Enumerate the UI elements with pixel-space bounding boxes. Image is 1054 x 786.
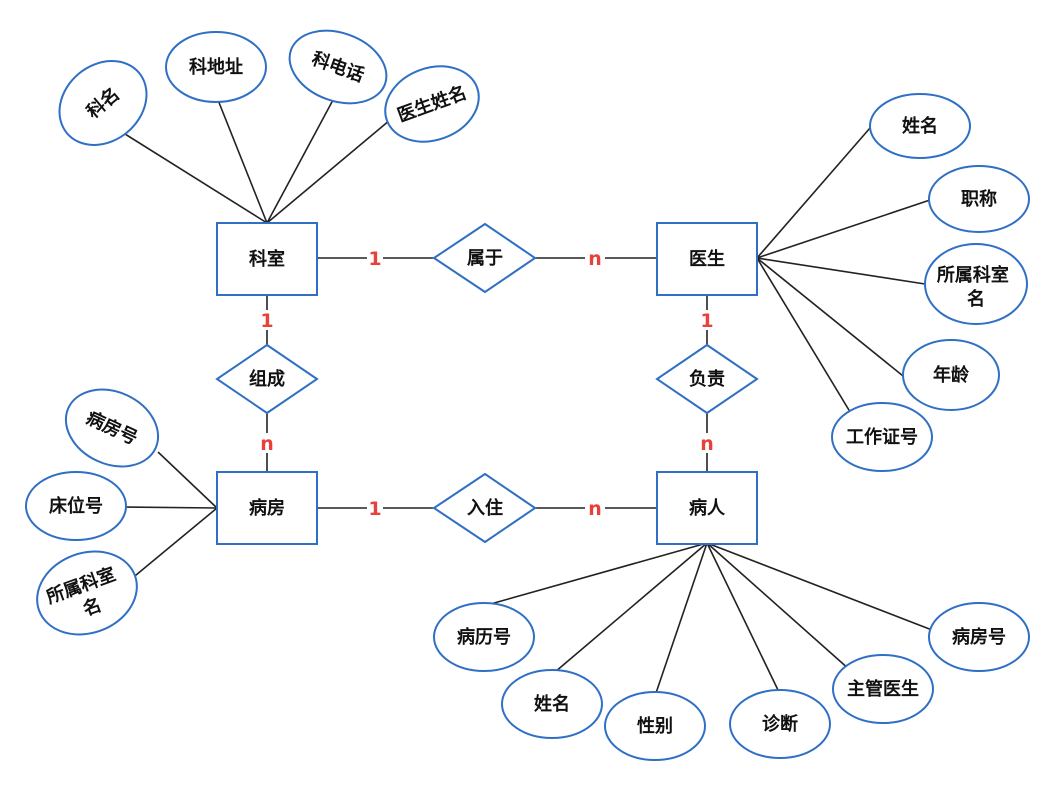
entity-yisheng[interactable]: 医生: [656, 222, 758, 296]
attr-yisheng-gongzuozhenghao[interactable]: 工作证号: [831, 402, 933, 472]
attr-bingren-zhenduan-label: 诊断: [762, 713, 798, 735]
attr-bingren-bingfanghao[interactable]: 病房号: [928, 602, 1030, 672]
attr-bingren-binglihao[interactable]: 病历号: [433, 602, 535, 672]
attr-yisheng-xingming[interactable]: 姓名: [869, 93, 971, 159]
connector-lines: [124, 99, 933, 694]
attr-yisheng-xingming-label: 姓名: [902, 115, 938, 137]
card-bingfang-ruzhu: 1: [368, 498, 381, 520]
entity-keshi-label: 科室: [249, 248, 285, 270]
attr-bingren-xingming[interactable]: 姓名: [501, 669, 603, 739]
attr-keshi-yishengxingming[interactable]: 医生姓名: [375, 54, 490, 154]
card-yisheng-fuze: 1: [700, 310, 713, 332]
attr-bingfang-chuangweihao[interactable]: 床位号: [25, 471, 127, 541]
entity-keshi[interactable]: 科室: [216, 222, 318, 296]
relationship-zucheng[interactable]: 组成: [215, 343, 319, 415]
entity-bingren[interactable]: 病人: [656, 471, 758, 545]
attr-yisheng-nianling[interactable]: 年龄: [902, 339, 1000, 411]
entity-bingfang-label: 病房: [249, 497, 285, 519]
attr-bingren-xingbie[interactable]: 性别: [604, 691, 706, 761]
attr-keshi-keming[interactable]: 科名: [43, 44, 164, 163]
attr-yisheng-nianling-label: 年龄: [933, 364, 970, 386]
entity-bingren-label: 病人: [689, 497, 726, 519]
attr-keshi-kedizhi-label: 科地址: [189, 56, 243, 78]
entity-yisheng-label: 医生: [689, 248, 725, 270]
attr-yisheng-suoshukeshiming[interactable]: 所属科室 名: [924, 243, 1028, 325]
attr-bingfang-chuangweihao-label: 床位号: [49, 495, 103, 517]
relationship-ruzhu-label: 入住: [467, 497, 503, 519]
attr-bingren-binglihao-label: 病历号: [457, 626, 511, 648]
attr-keshi-kedizhi[interactable]: 科地址: [165, 31, 267, 103]
attr-bingren-zhenduan[interactable]: 诊断: [729, 689, 831, 759]
relationship-fuze[interactable]: 负责: [655, 343, 759, 415]
attr-bingren-zhuguanyisheng-label: 主管医生: [847, 678, 919, 700]
cardinality-labels: 1 n 1 n 1 n 1 n: [260, 248, 714, 520]
attr-bingren-zhuguanyisheng[interactable]: 主管医生: [832, 654, 934, 724]
entity-bingfang[interactable]: 病房: [216, 471, 318, 545]
attr-yisheng-gongzuozhenghao-label: 工作证号: [846, 426, 918, 448]
relationship-zucheng-label: 组成: [249, 368, 285, 390]
relationship-shuyu[interactable]: 属于: [432, 222, 537, 294]
relationship-shuyu-label: 属于: [467, 248, 503, 269]
card-keshi-zucheng: 1: [260, 310, 273, 332]
card-zucheng-bingfang: n: [260, 433, 274, 455]
attr-bingren-xingming-label: 姓名: [534, 693, 570, 715]
card-fuze-bingren: n: [700, 433, 714, 455]
attr-keshi-kedianhua[interactable]: 科电话: [279, 18, 396, 116]
relationship-fuze-label: 负责: [689, 368, 725, 390]
card-shuyu-yisheng: n: [588, 248, 602, 270]
card-keshi-shuyu: 1: [368, 248, 381, 270]
attr-bingfang-suoshukeshiming[interactable]: 所属科室 名: [25, 538, 148, 648]
card-ruzhu-bingren: n: [588, 498, 602, 520]
attr-yisheng-zhicheng-label: 职称: [961, 188, 997, 210]
attr-yisheng-zhicheng[interactable]: 职称: [928, 165, 1030, 233]
relationship-ruzhu[interactable]: 入住: [432, 472, 537, 544]
attr-bingren-xingbie-label: 性别: [637, 715, 673, 737]
attr-yisheng-suoshukeshiming-label: 所属科室 名: [937, 264, 1015, 310]
attr-bingren-bingfanghao-label: 病房号: [952, 626, 1006, 648]
attr-bingfang-bingfanghao[interactable]: 病房号: [53, 375, 170, 481]
